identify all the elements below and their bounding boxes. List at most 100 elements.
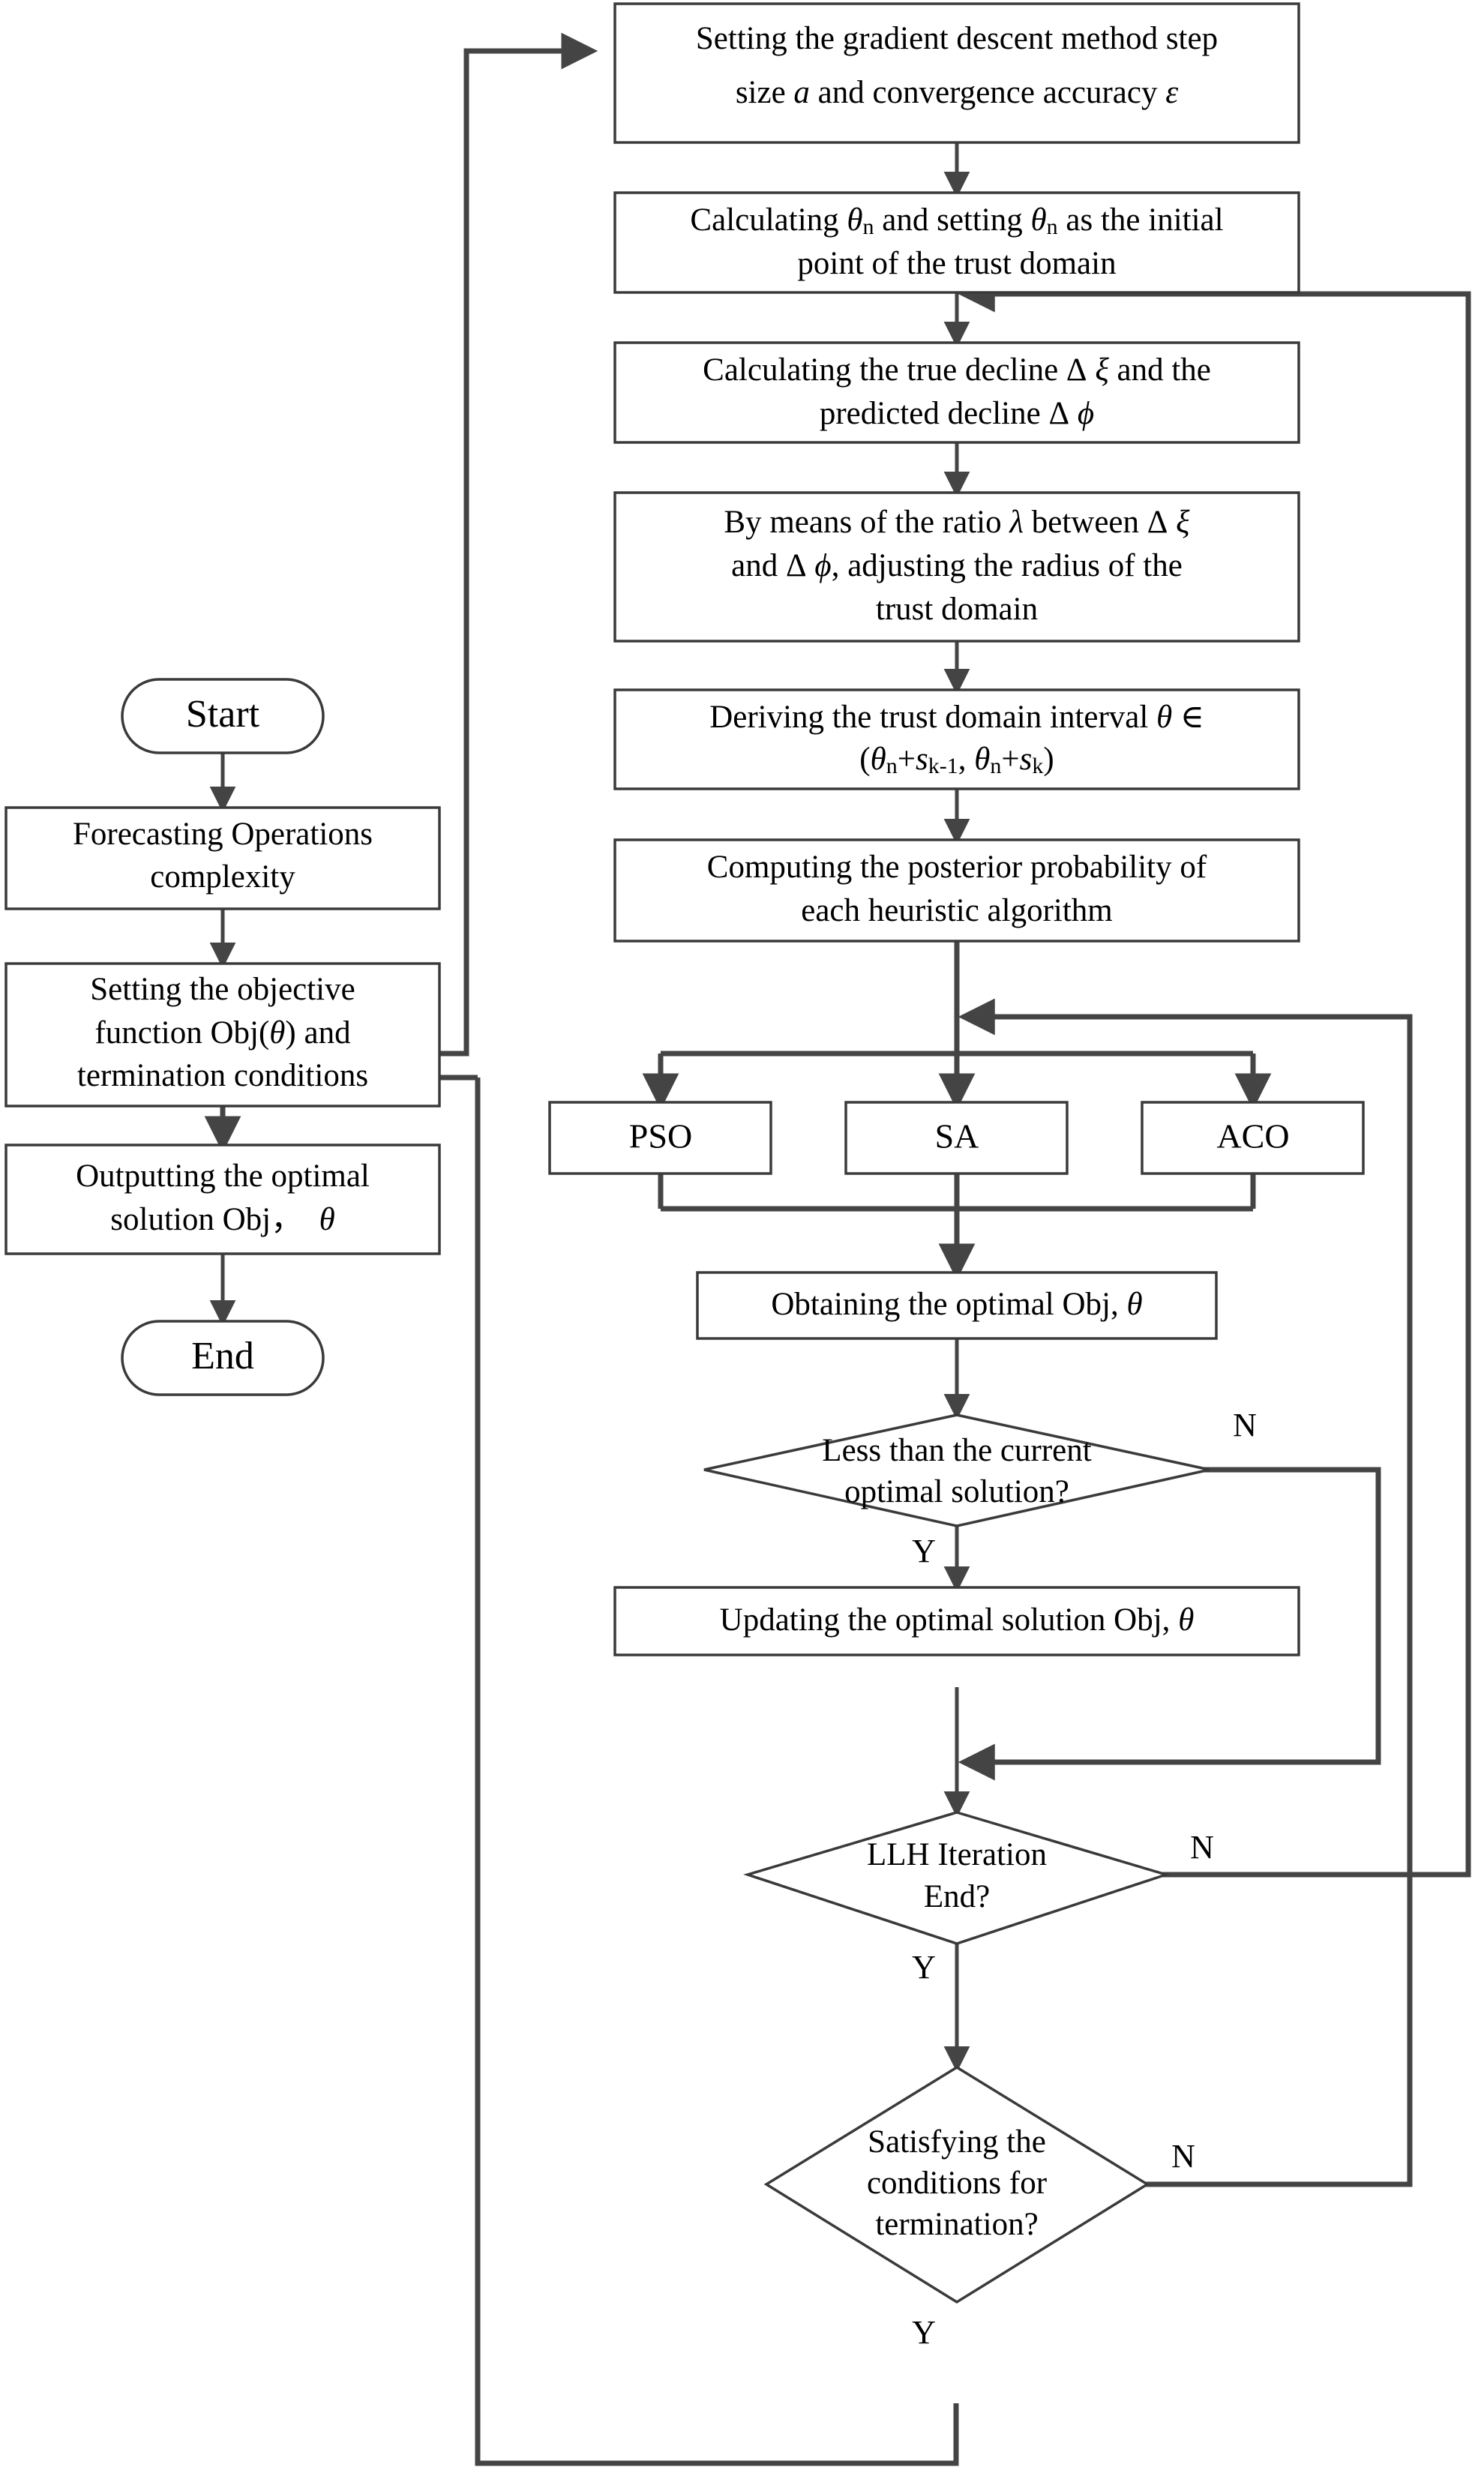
node-sa-label: SA <box>935 1117 979 1156</box>
node-posterior-line1: Computing the posterior probability of <box>707 850 1207 885</box>
node-updating <box>613 1586 1300 1656</box>
node-aco <box>1141 1101 1365 1175</box>
node-initpoint <box>613 191 1300 294</box>
edge-label-lessthan-no: N <box>1233 1407 1257 1443</box>
node-objective-line1: Setting the objective <box>90 972 355 1007</box>
node-forecast-line2: complexity <box>150 859 295 895</box>
ratio-delta2: Δ <box>786 548 807 583</box>
node-lessthan-line1: Less than the current <box>822 1433 1091 1468</box>
ratio-delta: Δ <box>1147 505 1168 540</box>
node-satisfy-line3: termination? <box>875 2207 1038 2242</box>
initpoint-c: as the initial <box>1058 202 1224 238</box>
node-obtain-line1: Obtaining the optimal Obj, θ <box>771 1287 1142 1322</box>
interval-a: Deriving the trust domain interval <box>709 700 1156 735</box>
node-start <box>121 678 325 754</box>
ratio-d: , adjusting the radius of the <box>832 548 1183 583</box>
obtain-a: Obtaining the optimal Obj, <box>771 1287 1126 1322</box>
ratio-c: and <box>731 548 786 583</box>
declines-a: Calculating the true decline <box>703 352 1066 388</box>
node-objective-line2: function Obj(θ) and <box>94 1015 350 1051</box>
node-stepsize <box>613 2 1300 144</box>
objective-fn-suffix: ) and <box>285 1015 350 1051</box>
node-stepsize-line2: size a and convergence accuracy ε <box>736 75 1178 110</box>
stepsize-alpha: a <box>793 75 810 110</box>
node-llh <box>743 1811 1171 1945</box>
ratio-xi: ξ <box>1176 505 1190 540</box>
node-satisfy <box>763 2065 1150 2304</box>
interval-s2: s <box>1020 742 1033 777</box>
ratio-phi: ϕ <box>814 548 831 583</box>
node-satisfy-line2: conditions for <box>867 2166 1047 2201</box>
node-interval-line2: (θn+sk-1, θn+sk) <box>859 742 1054 778</box>
node-output-line1: Outputting the optimal <box>76 1159 370 1194</box>
node-interval <box>613 688 1300 790</box>
node-declines-line2: predicted decline Δ ϕ <box>820 396 1094 431</box>
updating-a: Updating the optimal solution Obj, <box>720 1602 1179 1638</box>
node-lessthan-diamond <box>703 1413 1210 1527</box>
node-aco-label: ACO <box>1216 1117 1289 1156</box>
objective-fn-prefix: function Obj( <box>94 1015 269 1051</box>
objective-theta: θ <box>269 1015 285 1051</box>
interval-sub-k2: k <box>1032 754 1043 778</box>
output-obj-prefix: solution Obj， <box>110 1202 303 1237</box>
node-obtain <box>696 1271 1218 1340</box>
edge-satisfy-no-loop <box>967 1014 1413 2187</box>
stepsize-mid: and convergence accuracy <box>810 75 1165 110</box>
node-output-line2: solution Obj， θ <box>110 1202 334 1237</box>
node-initpoint-line1: Calculating θn and setting θn as the ini… <box>690 202 1223 239</box>
node-updating-line1: Updating the optimal solution Obj, θ <box>720 1602 1195 1638</box>
node-forecast-line1: Forecasting Operations <box>73 817 373 852</box>
edge-objective-to-stepsize <box>439 32 598 1057</box>
node-declines <box>613 341 1300 444</box>
node-lessthan-line2: optimal solution? <box>844 1474 1069 1509</box>
ratio-lambda: λ <box>1008 505 1024 540</box>
interval-theta-n1: θ <box>871 742 886 777</box>
node-ratio-line1: By means of the ratio λ between Δ ξ <box>724 505 1190 540</box>
declines-c: predicted decline <box>820 396 1049 431</box>
node-ratio-line3: trust domain <box>876 592 1038 627</box>
ratio-a: By means of the ratio <box>724 505 1009 540</box>
initpoint-sub1: n <box>863 214 874 239</box>
node-end <box>121 1320 325 1396</box>
initpoint-sub2: n <box>1047 214 1058 239</box>
node-posterior-line2: each heuristic algorithm <box>801 893 1113 928</box>
node-forecast <box>4 806 441 910</box>
node-posterior <box>613 838 1300 943</box>
edge-lessthan-no <box>967 1467 1381 1765</box>
node-objective-line3: termination conditions <box>77 1058 368 1093</box>
node-declines-line1: Calculating the true decline Δ ξ and the <box>703 352 1211 388</box>
node-satisfy-line1: Satisfying the <box>868 2124 1046 2160</box>
interval-sub-k1: k-1 <box>928 754 958 778</box>
obtain-theta: θ <box>1127 1287 1143 1322</box>
initpoint-theta1: θ <box>847 202 862 238</box>
edge-satisfy-yes-loop <box>475 1078 959 2466</box>
node-interval-line1: Deriving the trust domain interval θ ∈ <box>709 700 1204 735</box>
stepsize-prefix: size <box>736 75 794 110</box>
node-pso-label: PSO <box>629 1117 692 1156</box>
initpoint-b: and setting <box>874 202 1031 238</box>
initpoint-theta2: θ <box>1031 202 1047 238</box>
node-llh-line2: End? <box>924 1879 990 1914</box>
interval-theta-n2: θ <box>974 742 990 777</box>
interval-in: ∈ <box>1180 700 1204 735</box>
output-theta: θ <box>319 1202 335 1237</box>
node-stepsize-line1: Setting the gradient descent method step <box>696 21 1218 56</box>
node-sa <box>844 1101 1069 1175</box>
declines-delta2: Δ <box>1048 396 1069 431</box>
edge-label-satisfy-yes: Y <box>912 2314 936 2351</box>
interval-s1: s <box>916 742 928 777</box>
edge-label-llh-no: N <box>1190 1829 1214 1866</box>
stepsize-epsilon: ε <box>1165 75 1178 110</box>
initpoint-a: Calculating <box>690 202 847 238</box>
node-llh-line1: LLH Iteration <box>867 1837 1047 1872</box>
edge-llh-no-loop <box>967 291 1471 1878</box>
node-objective <box>4 962 441 1108</box>
node-ratio <box>613 491 1300 643</box>
edge-label-satisfy-no: N <box>1171 2138 1195 2175</box>
node-ratio-line2: and Δ ϕ, adjusting the radius of the <box>731 548 1183 583</box>
updating-theta: θ <box>1178 1602 1194 1638</box>
interval-sub-n1: n <box>886 754 898 778</box>
interval-theta: θ <box>1156 700 1172 735</box>
